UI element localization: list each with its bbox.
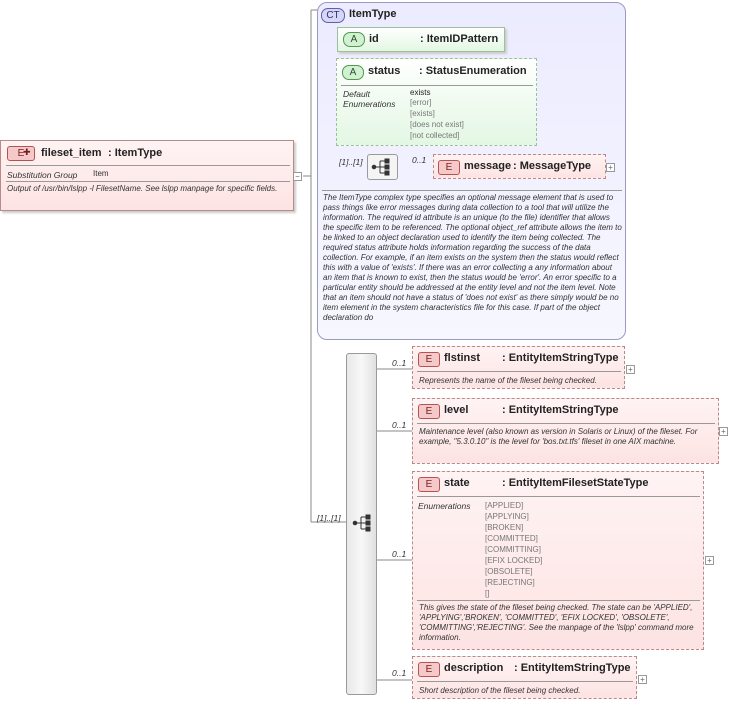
status-enum-1: [exists] [410,109,435,118]
complex-type-name: ItemType [349,8,397,20]
description-doc: Short description of the fileset being c… [419,686,581,695]
state-type: : EntityItemFilesetStateType [502,477,649,489]
state-name: state [444,477,470,489]
root-element-type: : ItemType [108,147,163,159]
level-doc: Maintenance level (also known as version… [419,427,698,446]
flstinst-element-box[interactable]: E flstinst : EntityItemStringType Repres… [412,346,625,389]
message-type: : MessageType [513,160,592,172]
default-value: exists [410,88,431,97]
sequence-icon [371,158,390,176]
enumerations-label: Enumerations [343,99,396,109]
state-enumerations-label: Enumerations [418,501,471,511]
element-badge: E [7,146,35,161]
status-enum-0: [error] [410,98,432,107]
attribute-status-box[interactable]: A status : StatusEnumeration Default Enu… [336,58,537,146]
root-element-box[interactable]: E ✚ fileset_item : ItemType Substitution… [0,140,294,211]
state-enum-5: [EFIX LOCKED] [485,556,543,565]
state-element-box[interactable]: E state : EntityItemFilesetStateType Enu… [412,471,704,650]
element-badge: E [418,662,440,677]
sequence-multiplicity: [1]..[1] [317,513,341,523]
state-enum-7: [REJECTING] [485,578,535,587]
expand-toggle[interactable]: + [626,365,635,374]
ct-sequence-multiplicity: [1]..[1] [339,157,363,167]
element-badge: E [418,352,440,367]
level-type: : EntityItemStringType [502,404,619,416]
state-enum-1: [APPLYING] [485,512,529,521]
state-enum-0: [APPLIED] [485,501,524,510]
level-element-box[interactable]: E level : EntityItemStringType Maintenan… [412,398,719,464]
flstinst-doc: Represents the name of the fileset being… [419,376,597,385]
state-multiplicity: 0..1 [392,549,407,559]
state-enum-8: [] [485,589,490,598]
state-enum-3: [COMMITTED] [485,534,538,543]
state-doc: This gives the state of the fileset bein… [419,603,694,642]
substitution-group-label: Substitution Group [7,170,78,180]
flstinst-type: : EntityItemStringType [502,352,619,364]
state-enum-6: [OBSOLETE] [485,567,533,576]
attribute-id-type: : ItemIDPattern [420,33,499,45]
element-badge: E [418,477,440,492]
substitution-group-value: Item [93,169,109,178]
attribute-badge: A [342,65,364,80]
message-name: message [464,160,512,172]
expand-toggle[interactable]: + [606,163,615,172]
description-type: : EntityItemStringType [514,662,631,674]
status-enum-3: [not collected] [410,131,460,140]
status-enum-2: [does not exist] [410,120,464,129]
sequence-icon [352,514,371,532]
complex-type-badge: CT [321,8,345,23]
default-label: Default [343,89,370,99]
level-multiplicity: 0..1 [392,420,407,430]
root-element-name: fileset_item [41,147,102,159]
attribute-status-type: : StatusEnumeration [419,65,527,77]
description-element-box[interactable]: E description : EntityItemStringType Sho… [412,656,637,699]
state-enum-4: [COMMITTING] [485,545,541,554]
complex-type-doc: The ItemType complex type specifies an o… [323,193,622,322]
message-element-box[interactable]: E message : MessageType [433,154,606,179]
state-enum-2: [BROKEN] [485,523,524,532]
attribute-status-name: status [368,65,401,77]
collapse-toggle[interactable]: − [293,172,302,181]
flstinst-name: flstinst [444,352,481,364]
element-badge: E [418,404,440,419]
expand-toggle[interactable]: + [705,556,714,565]
expand-icon: ✚ [23,147,31,157]
expand-toggle[interactable]: + [719,427,728,436]
message-multiplicity: 0..1 [412,155,427,165]
description-name: description [444,662,504,674]
flstinst-multiplicity: 0..1 [392,358,407,368]
level-name: level [444,404,469,416]
root-element-doc: Output of /usr/bin/lslpp -l FilesetName.… [7,184,278,193]
attribute-id-name: id [369,33,379,45]
expand-toggle[interactable]: + [638,675,647,684]
description-multiplicity: 0..1 [392,668,407,678]
element-badge: E [438,160,460,175]
attribute-id-box[interactable]: A id : ItemIDPattern [337,27,505,52]
attribute-badge: A [343,32,365,47]
